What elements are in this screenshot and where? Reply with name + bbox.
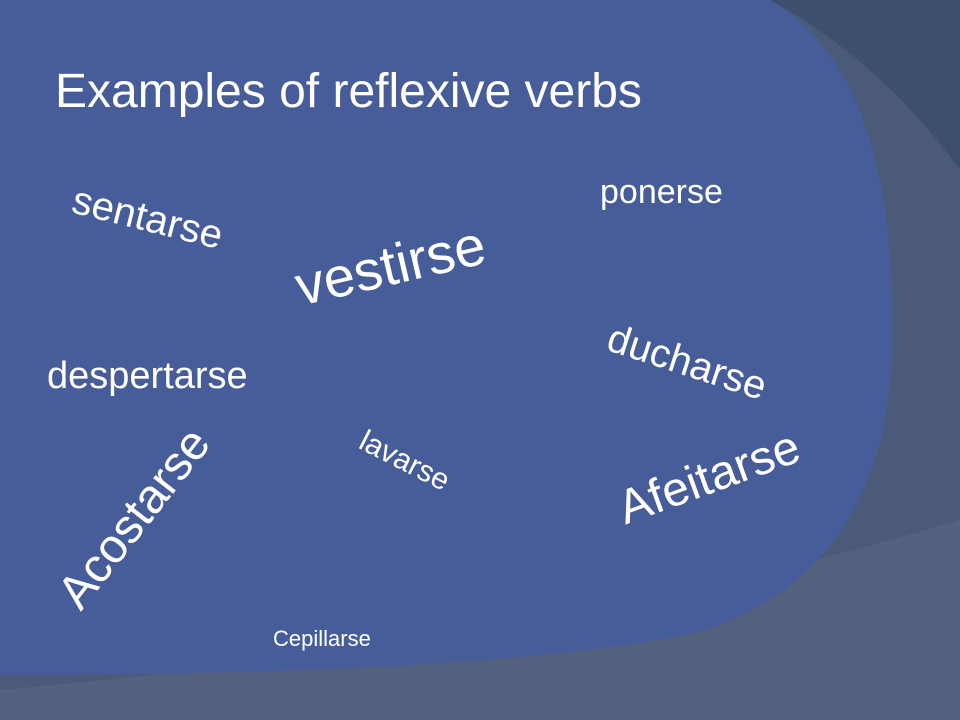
- word-cepillarse: Cepillarse: [273, 626, 371, 651]
- corner-band-top: [770, 0, 960, 170]
- word-despertarse: despertarse: [47, 355, 248, 397]
- word-ponerse: ponerse: [600, 173, 723, 211]
- main-panel: [0, 0, 893, 675]
- slide-title: Examples of reflexive verbs: [55, 65, 642, 118]
